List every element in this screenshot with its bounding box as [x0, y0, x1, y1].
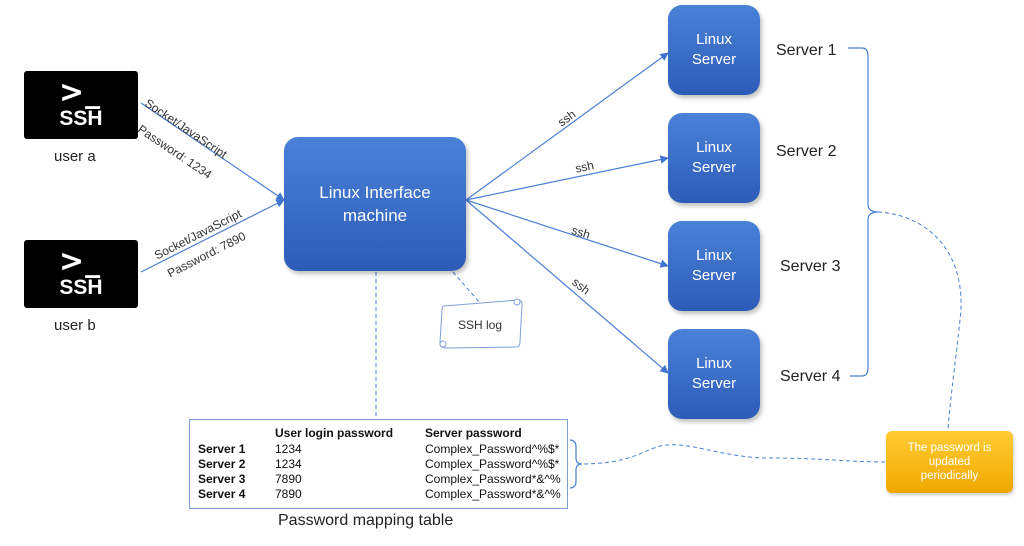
server-3-box-label: Linux Server: [691, 247, 737, 284]
table-note-link: [583, 444, 887, 465]
user-b-label: user b: [54, 317, 96, 334]
terminal-prompt: >_: [59, 75, 102, 110]
row-server-name: Server 2: [198, 457, 246, 471]
header-login-password: User login password: [275, 426, 394, 440]
row-login-password: 7890: [275, 472, 302, 486]
row-server-name: Server 4: [198, 487, 246, 501]
user-a-label: user a: [54, 148, 96, 165]
user-a-connector: [140, 102, 285, 201]
row-server-password: Complex_Password*&^%: [425, 472, 561, 486]
row-login-password: 1234: [275, 442, 302, 456]
password-mapping-table: User login password Server password Serv…: [189, 419, 568, 509]
server-2-box-label: Linux Server: [691, 139, 737, 176]
terminal-prompt: >_: [59, 244, 102, 279]
row-login-password: 7890: [275, 487, 302, 501]
row-server-name: Server 1: [198, 442, 246, 456]
ssh-edge-1: [465, 52, 669, 201]
password-update-note: The password is updated periodically: [886, 431, 1013, 493]
server-1-box-label: Linux Server: [691, 31, 737, 68]
user-b-connector: [140, 199, 285, 273]
interface-machine-node: Linux Interface machine: [284, 137, 466, 271]
servers-bracket: [848, 47, 879, 377]
note-text: The password is updated periodically: [907, 442, 992, 482]
server-4-label: Server 4: [780, 368, 841, 385]
ssh-badge: SSH: [59, 107, 103, 130]
server-4-box-label: Linux Server: [691, 355, 737, 392]
table-brace: [569, 439, 583, 489]
server-2-label: Server 2: [776, 143, 837, 160]
user-b-terminal-icon: >_ SSH: [24, 240, 138, 308]
ssh-edge-4: [465, 199, 669, 374]
ssh-log-scroll: SSH log: [436, 298, 526, 350]
bracket-note-link: [877, 211, 962, 432]
table-row: Server 2 1234 Complex_Password^%$*: [198, 457, 568, 471]
ssh-badge: SSH: [59, 276, 103, 299]
table-row: Server 4 7890 Complex_Password*&^%: [198, 487, 568, 501]
row-login-password: 1234: [275, 457, 302, 471]
server-4-node: Linux Server: [668, 329, 760, 419]
server-3-label: Server 3: [780, 258, 841, 275]
row-server-name: Server 3: [198, 472, 246, 486]
table-row: Server 3 7890 Complex_Password*&^%: [198, 472, 568, 486]
table-row: Server 1 1234 Complex_Password^%$*: [198, 442, 568, 456]
row-server-password: Complex_Password^%$*: [425, 442, 560, 456]
header-server-password: Server password: [425, 426, 522, 440]
server-2-node: Linux Server: [668, 113, 760, 203]
row-server-password: Complex_Password*&^%: [425, 487, 561, 501]
scroll-icon: [439, 298, 523, 349]
user-a-terminal-icon: >_ SSH: [24, 71, 138, 139]
interface-title-line1: Linux Interface: [319, 183, 431, 202]
interface-title-line2: machine: [342, 206, 408, 225]
ssh-edge-3: [465, 199, 669, 268]
server-3-node: Linux Server: [668, 221, 760, 311]
row-server-password: Complex_Password^%$*: [425, 457, 560, 471]
server-1-node: Linux Server: [668, 5, 760, 95]
ssh-log-label: SSH log: [458, 318, 503, 332]
ssh-edge-2: [465, 155, 669, 201]
server-1-label: Server 1: [776, 42, 837, 59]
table-caption: Password mapping table: [278, 512, 454, 529]
